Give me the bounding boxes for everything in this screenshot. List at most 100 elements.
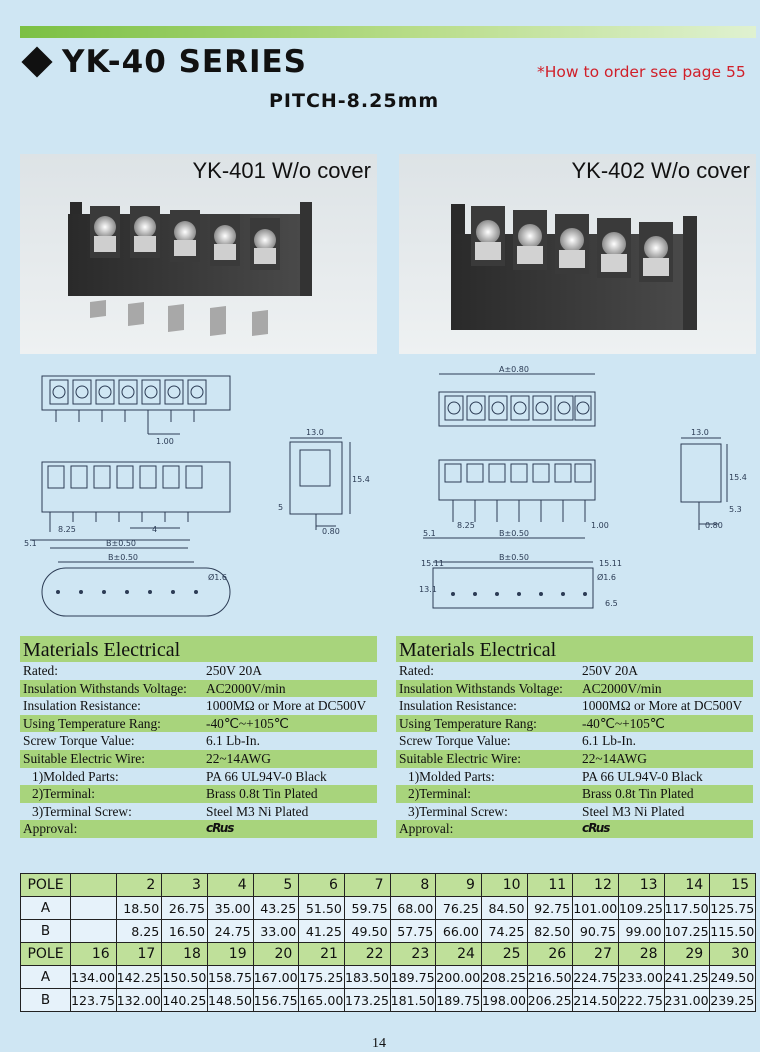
materials-heading: Materials Electrical <box>396 636 753 662</box>
dim-label: 1.00 <box>156 437 174 446</box>
table-cell: 14 <box>663 873 711 897</box>
dim-label: 13.1 <box>419 585 437 594</box>
table-cell: 27 <box>572 942 619 966</box>
table-cell: 51.50 <box>298 896 345 920</box>
spec-row: Screw Torque Value:6.1 Lb-In. <box>20 732 377 750</box>
table-cell: 33.00 <box>252 919 300 943</box>
dim-label: 8.25 <box>58 525 76 534</box>
table-cell: 123.75 <box>70 988 117 1012</box>
table-cell: 74.25 <box>480 919 528 943</box>
table-cell: 132.00 <box>115 988 163 1012</box>
spec-row: Approval: cRus <box>396 820 753 838</box>
table-cell: 167.00 <box>252 965 300 989</box>
spec-value: 250V 20A <box>206 663 262 678</box>
product-photo-yk402: YK-402 W/o cover <box>399 154 756 354</box>
table-cell: 16 <box>70 942 117 966</box>
spec-row: Approval:cRus <box>20 820 377 838</box>
table-cell: 76.25 <box>435 896 482 920</box>
spec-value: Steel M3 Ni Plated <box>582 803 685 819</box>
row-label: B <box>20 988 71 1012</box>
row-label: A <box>20 965 71 989</box>
table-cell: 107.25 <box>663 919 711 943</box>
table-cell: 208.25 <box>480 965 528 989</box>
table-cell: 189.75 <box>389 965 437 989</box>
table-cell: 24.75 <box>206 919 254 943</box>
dim-label: B±0.50 <box>499 529 529 538</box>
table-cell: 59.75 <box>343 896 391 920</box>
table-cell: 99.00 <box>617 919 665 943</box>
table-cell: 125.75 <box>709 896 756 920</box>
spec-key: Rated: <box>399 663 434 678</box>
spec-row: Rated:250V 20A <box>20 662 377 680</box>
spec-value: 250V 20A <box>582 663 638 678</box>
spec-key: 3)Terminal Screw: <box>32 803 132 819</box>
spec-key: 1)Molded Parts: <box>32 768 119 784</box>
materials-heading: Materials Electrical <box>20 636 377 662</box>
spec-key: Approval: <box>399 821 454 837</box>
spec-key: Insulation Withstands Voltage: <box>399 680 563 696</box>
table-cell: 22 <box>343 942 391 966</box>
table-cell: 175.25 <box>298 965 345 989</box>
table-cell: 165.00 <box>298 988 345 1012</box>
dim-label: A±0.80 <box>499 365 529 374</box>
table-cell: 117.50 <box>663 896 711 920</box>
product-caption: YK-401 W/o cover <box>192 158 371 183</box>
technical-drawing-yk401: 1.00 13.0 15.4 5 0.80 8.25 4 5.1 B±0.50 … <box>24 375 370 617</box>
dim-label: 15.11 <box>599 559 622 568</box>
dim-label: B±0.50 <box>106 539 136 548</box>
table-cell: 115.50 <box>709 919 756 943</box>
spec-value: PA 66 UL94V-0 Black <box>206 768 327 784</box>
spec-value: 22~14AWG <box>582 750 647 766</box>
table-cell: 241.25 <box>663 965 711 989</box>
spec-value: PA 66 UL94V-0 Black <box>582 768 703 784</box>
table-cell: 214.50 <box>572 988 619 1012</box>
table-cell: 142.25 <box>115 965 163 989</box>
dim-label: 15.4 <box>729 473 747 482</box>
spec-key: Screw Torque Value: <box>399 733 511 749</box>
spec-key: 2)Terminal: <box>32 786 96 802</box>
dim-label: B±0.50 <box>499 553 529 562</box>
table-cell: 66.00 <box>435 919 482 943</box>
dim-label: 8.25 <box>457 521 475 530</box>
page-number: 14 <box>372 1036 386 1051</box>
table-cell: 224.75 <box>572 965 619 989</box>
table-cell: 239.25 <box>709 988 756 1012</box>
table-cell: 21 <box>298 942 345 966</box>
spec-row: Using Temperature Rang:-40℃~+105℃ <box>20 714 377 733</box>
table-cell: 233.00 <box>617 965 665 989</box>
spec-value: 6.1 Lb-In. <box>582 733 636 749</box>
spec-row: Insulation Withstands Voltage:AC2000V/mi… <box>396 679 753 698</box>
table-cell: 216.50 <box>526 965 574 989</box>
table-cell: 156.75 <box>252 988 300 1012</box>
table-cell: 9 <box>435 873 482 897</box>
table-cell: 198.00 <box>480 988 528 1012</box>
spec-value: 6.1 Lb-In. <box>206 733 260 749</box>
spec-key: 2)Terminal: <box>408 786 472 802</box>
ul-approval-logo: cRus <box>206 821 234 836</box>
dim-label: 13.0 <box>306 428 324 437</box>
table-cell: 7 <box>343 873 391 897</box>
table-cell: 158.75 <box>206 965 254 989</box>
dim-label: 0.80 <box>322 527 340 536</box>
row-label: B <box>20 919 71 943</box>
table-cell: 13 <box>617 873 665 897</box>
dim-label: 4 <box>152 525 157 534</box>
series-title: YK-40 SERIES <box>21 44 307 80</box>
table-cell: 18 <box>161 942 208 966</box>
spec-value: 22~14AWG <box>206 750 271 766</box>
table-cell: 84.50 <box>480 896 528 920</box>
ul-approval-logo: cRus <box>582 821 610 836</box>
table-cell: 26.75 <box>161 896 208 920</box>
dim-label: 1.00 <box>591 521 609 530</box>
row-label: POLE <box>20 942 71 966</box>
spec-key: Using Temperature Rang: <box>399 715 537 731</box>
product-photo-yk401: YK-401 W/o cover <box>20 154 377 354</box>
technical-drawing-yk402: A±0.80 13.0 15.4 5.3 0.80 8.25 1.00 5.1 … <box>419 365 747 609</box>
row-label: POLE <box>20 873 71 897</box>
order-note[interactable]: *How to order see page 55 <box>537 63 746 81</box>
spec-row: Using Temperature Rang:-40℃~+105℃ <box>396 714 753 733</box>
table-cell: 140.25 <box>161 988 208 1012</box>
table-cell: 23 <box>389 942 437 966</box>
